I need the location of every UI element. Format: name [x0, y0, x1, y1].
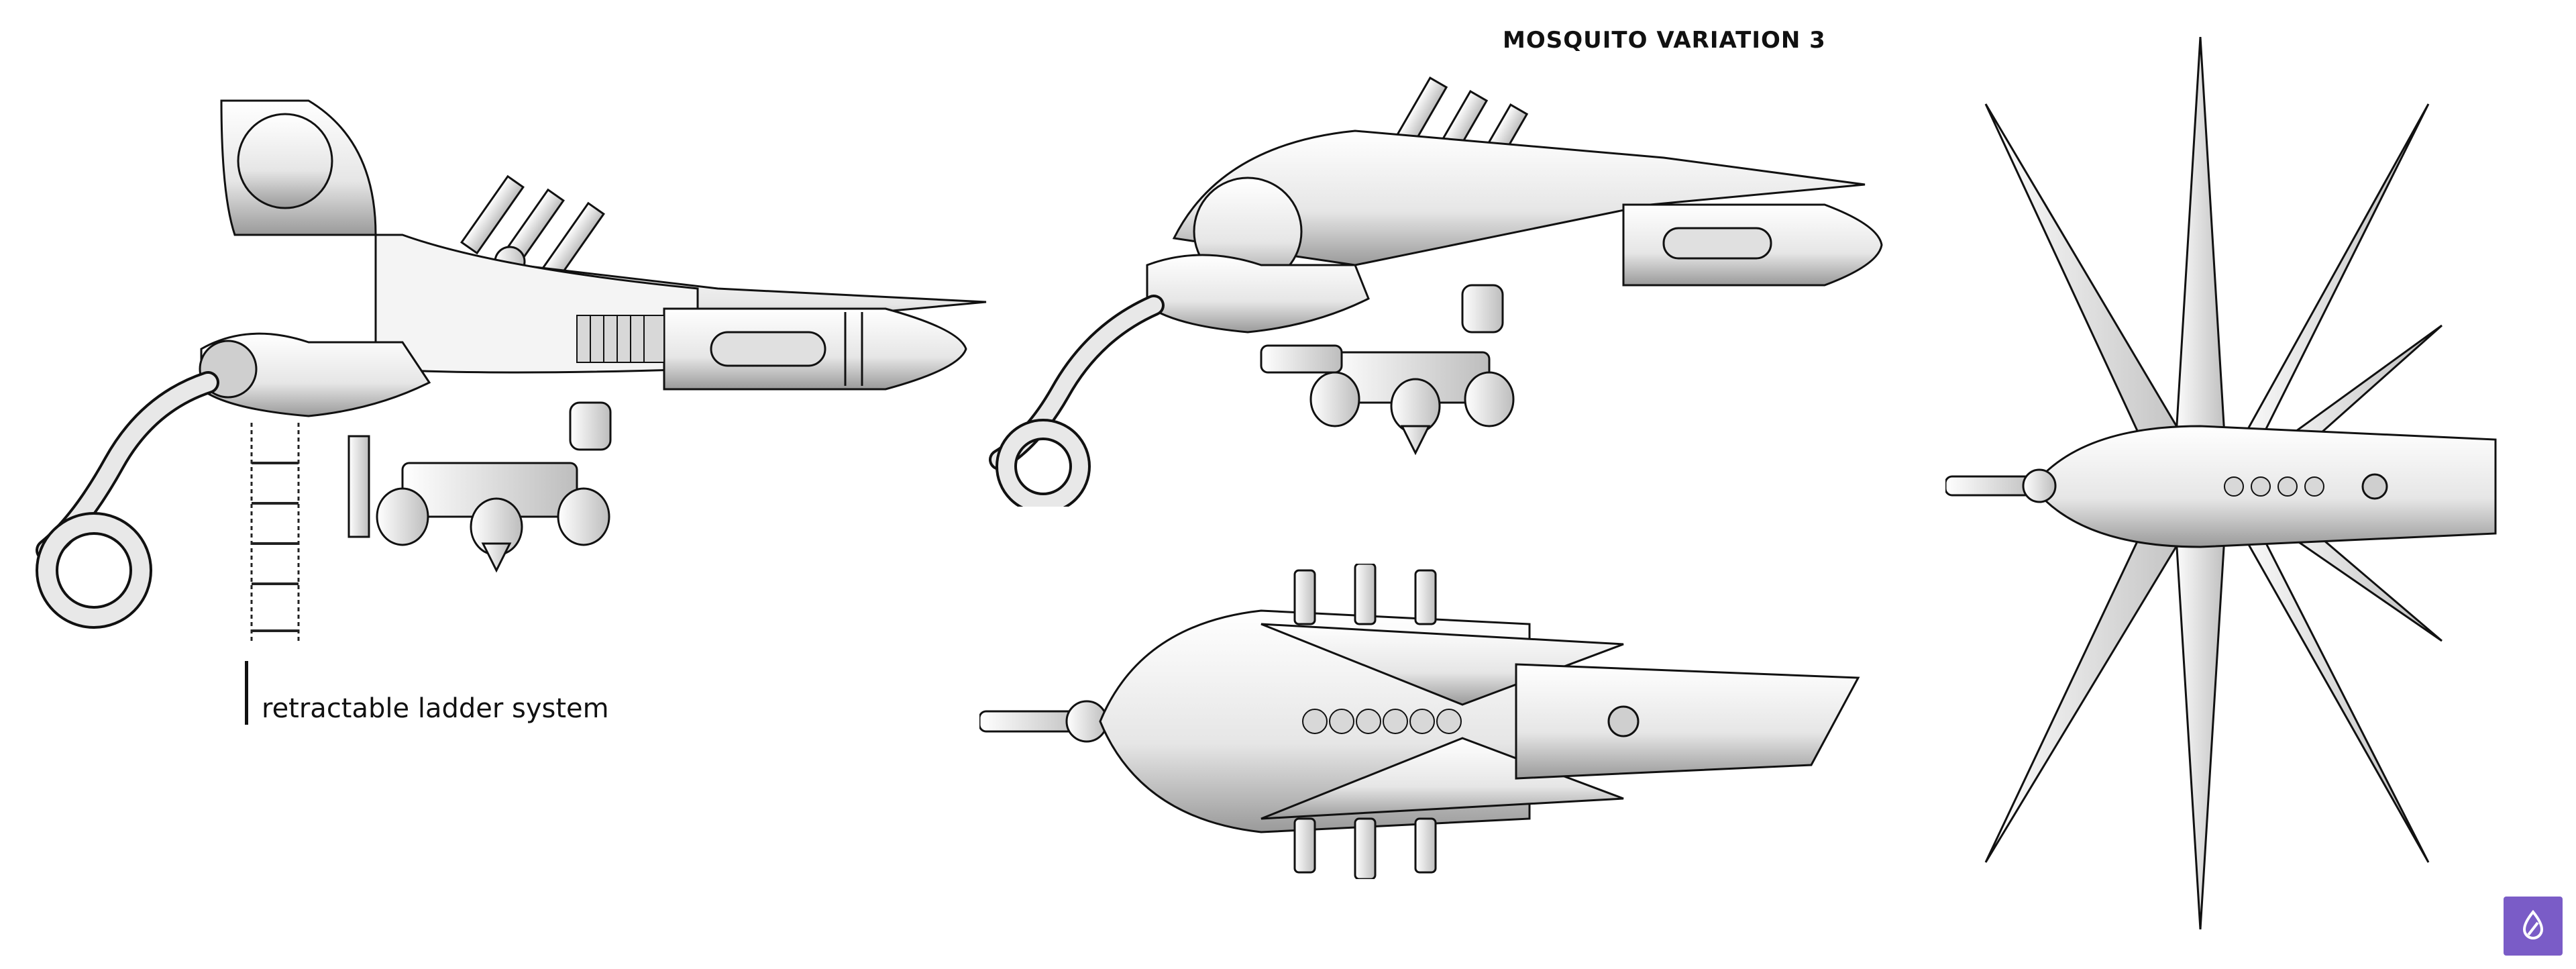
droplet-logo-icon [2522, 909, 2544, 939]
top-view-fuselage [979, 564, 1872, 879]
ladder-callout: retractable ladder system [245, 661, 609, 725]
side-view-cockpit-closed [979, 64, 1885, 507]
side-view-cockpit-open [27, 87, 993, 644]
top-view-legs-deployed [1945, 37, 2522, 929]
sheet-title: MOSQUITO VARIATION 3 [1503, 27, 1826, 54]
callout-leader-line [245, 661, 248, 725]
logo-badge [2504, 897, 2563, 956]
callout-label: retractable ladder system [262, 693, 609, 724]
